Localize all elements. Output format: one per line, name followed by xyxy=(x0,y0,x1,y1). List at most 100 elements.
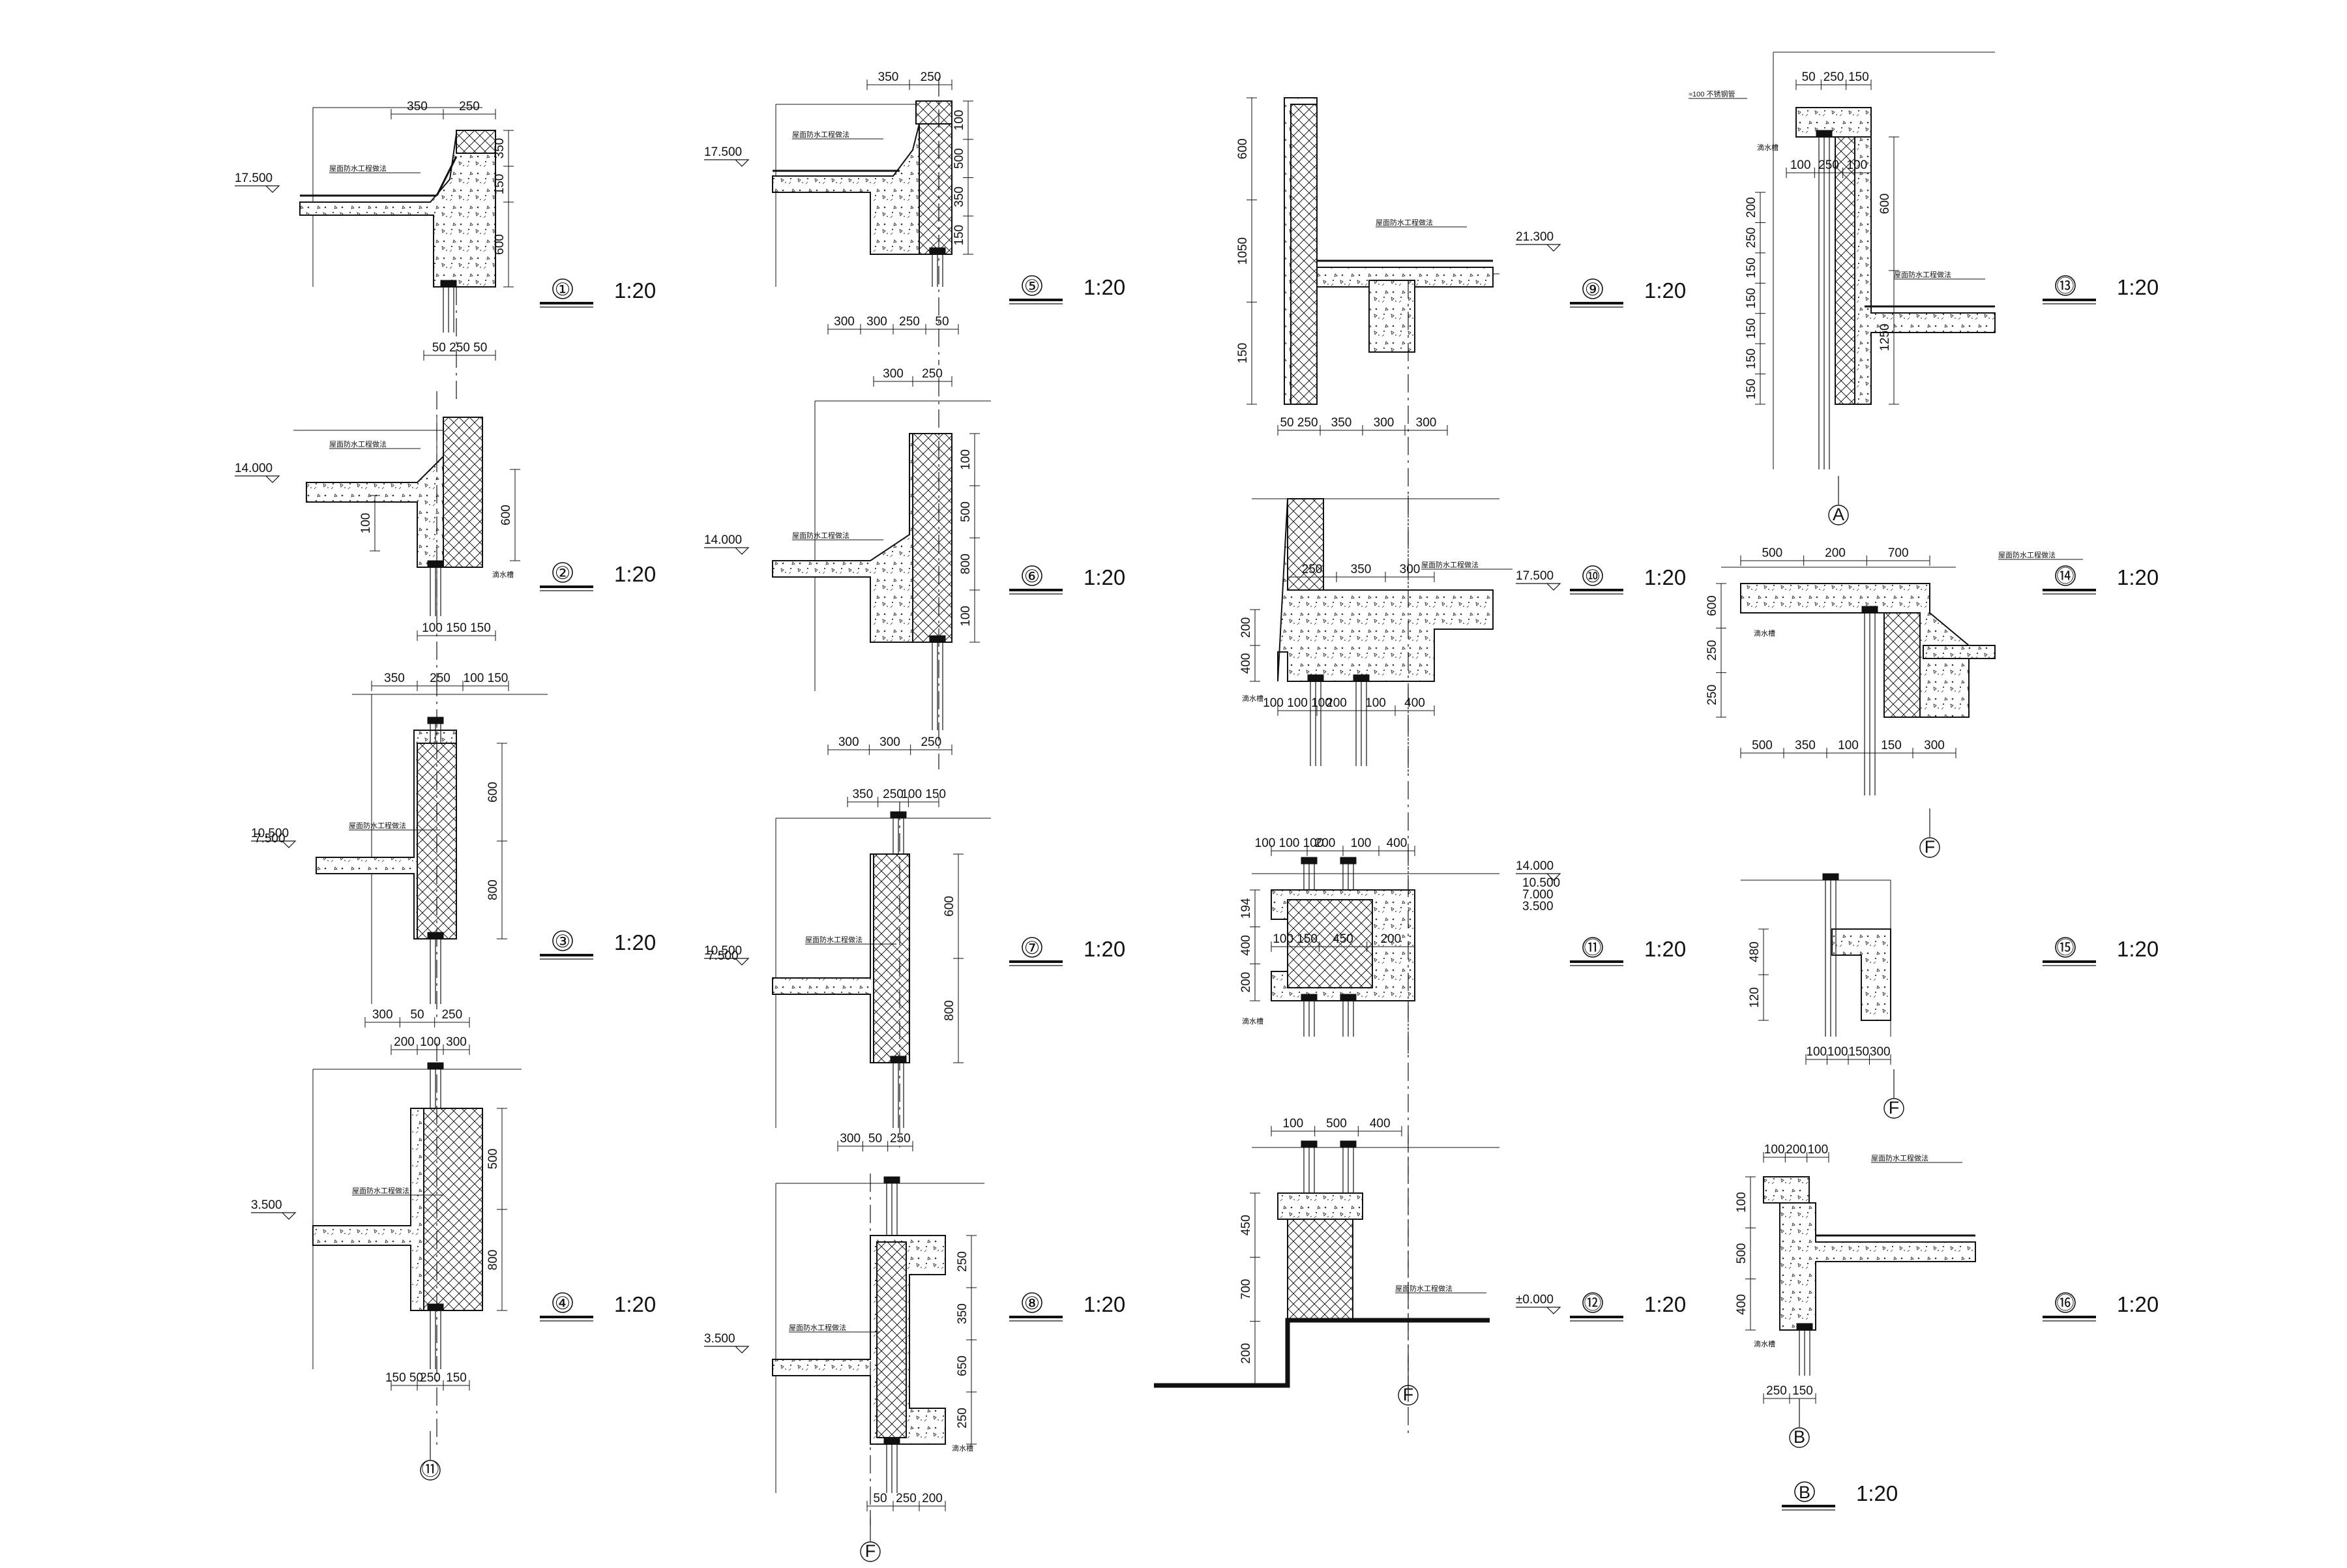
detail-number: ④ xyxy=(555,1294,570,1313)
axis-marker-label: F xyxy=(1889,1098,1900,1117)
elevation-label-4: 3.500 xyxy=(1522,900,1554,913)
dimension-label: 700 xyxy=(1888,546,1909,560)
window-head xyxy=(427,1062,444,1070)
wall-insulation xyxy=(1835,136,1855,405)
elevation-label: 17.500 xyxy=(235,171,273,185)
dimension-label: 100 xyxy=(1365,696,1386,710)
detail-number: ③ xyxy=(555,932,570,951)
window-head xyxy=(890,811,907,819)
detail-scale: 1:20 xyxy=(614,930,656,954)
dimension-label: 350 xyxy=(852,788,873,801)
detail-scale: 1:20 xyxy=(1084,275,1125,299)
wall-insulation xyxy=(1290,104,1318,405)
dimension-label: 300 xyxy=(840,1132,861,1146)
dimension-label: 100 100 100 xyxy=(1263,696,1332,710)
dimension-label: 300 xyxy=(866,315,887,329)
wall-insulation xyxy=(443,417,483,568)
coping xyxy=(456,130,496,154)
dimension-label: 150 xyxy=(1792,1384,1813,1398)
dimension-label: 250 xyxy=(896,1492,917,1505)
dimension-label: 50 xyxy=(1802,70,1816,84)
elevation-label: 17.500 xyxy=(1516,569,1554,583)
elevation-triangle xyxy=(1516,1307,1561,1314)
elevation-triangle xyxy=(704,547,750,555)
drip-label: 滴水槽 xyxy=(492,570,514,579)
window-head xyxy=(1301,857,1318,865)
dimension-label: 50 250 50 xyxy=(432,341,488,355)
dimension-label: 200 xyxy=(922,1492,943,1505)
dimension-label: 1050 xyxy=(1236,237,1250,265)
parapet-section xyxy=(1835,136,1996,405)
dimension-label: 350 xyxy=(1795,739,1816,752)
dimension-label: 250 xyxy=(883,788,904,801)
dimension-label: 600 xyxy=(486,782,500,803)
dimension-label: 250 xyxy=(1766,1384,1787,1398)
window-head xyxy=(1822,873,1839,881)
detail-number: ② xyxy=(555,563,570,583)
note-text: 屋面防水工程做法 xyxy=(1998,550,2056,559)
detail-scale: 1:20 xyxy=(1084,565,1125,589)
dimension-label: 400 xyxy=(1239,653,1253,674)
dimension-label: 100 150 xyxy=(464,672,509,685)
axis-marker-circle xyxy=(1828,505,1849,525)
dimension-label: 50 250 xyxy=(1280,416,1318,430)
dimension-label: 200 xyxy=(1239,972,1253,993)
detail-number: ⑩ xyxy=(1585,567,1601,586)
drip-label: 滴水槽 xyxy=(952,1443,973,1453)
window-head xyxy=(1353,674,1370,682)
dimension-label: 250 xyxy=(459,100,480,113)
elevation-label: 14.000 xyxy=(235,462,273,475)
dimension-label: 350 xyxy=(493,138,507,159)
dimension-label: 250 xyxy=(430,672,450,685)
dimension-label: 120 xyxy=(1748,987,1762,1008)
window-head xyxy=(1861,606,1878,614)
window-head xyxy=(890,1056,907,1063)
window-head xyxy=(427,1303,444,1311)
drip-label: 滴水槽 xyxy=(1754,629,1775,638)
dimension-label: 194 xyxy=(1239,898,1253,919)
elevation-label: 14.000 xyxy=(704,533,742,547)
dimension-label: 150 xyxy=(446,1371,467,1385)
dimension-label: 100 150 xyxy=(901,788,946,801)
dimension-label: 600 xyxy=(493,234,507,255)
detail-number-circle xyxy=(1022,937,1042,958)
note-text: 屋面防水工程做法 xyxy=(792,130,849,139)
detail-number-circle xyxy=(552,1292,573,1313)
dimension-label: 300 xyxy=(446,1035,467,1049)
note-text: 屋面防水工程做法 xyxy=(349,821,406,830)
dimension-label: 500 xyxy=(1752,739,1773,752)
dimension-label: 250 xyxy=(1823,70,1844,84)
dimension-label: 200 xyxy=(1315,836,1336,850)
dimension-label: 150 xyxy=(1881,739,1902,752)
dimension-label: 300 xyxy=(1374,416,1395,430)
dimension-label: 100 xyxy=(1838,739,1859,752)
dimension-label: 100 xyxy=(1806,1045,1827,1059)
detail-scale: 1:20 xyxy=(614,278,656,303)
parapet-section xyxy=(1779,1202,1976,1331)
dimension-label: 600 xyxy=(943,896,956,917)
detail-number: ⑮ xyxy=(2057,938,2074,958)
drip-label: 滴水槽 xyxy=(1242,1016,1263,1026)
dimension-label: 400 xyxy=(1239,935,1253,956)
dimension-label: 150 xyxy=(1745,288,1758,309)
note-text: 屋面防水工程做法 xyxy=(1894,270,1951,279)
detail-number: ⑪ xyxy=(1584,938,1602,958)
window-head xyxy=(883,1437,900,1445)
note-text: 屋面防水工程做法 xyxy=(805,935,863,944)
detail-number-circle xyxy=(2055,565,2076,586)
dimension-label: 200 xyxy=(1239,617,1253,638)
elevation-label-2: 10.500 xyxy=(1522,876,1560,890)
detail-number-circle xyxy=(2055,1292,2076,1313)
